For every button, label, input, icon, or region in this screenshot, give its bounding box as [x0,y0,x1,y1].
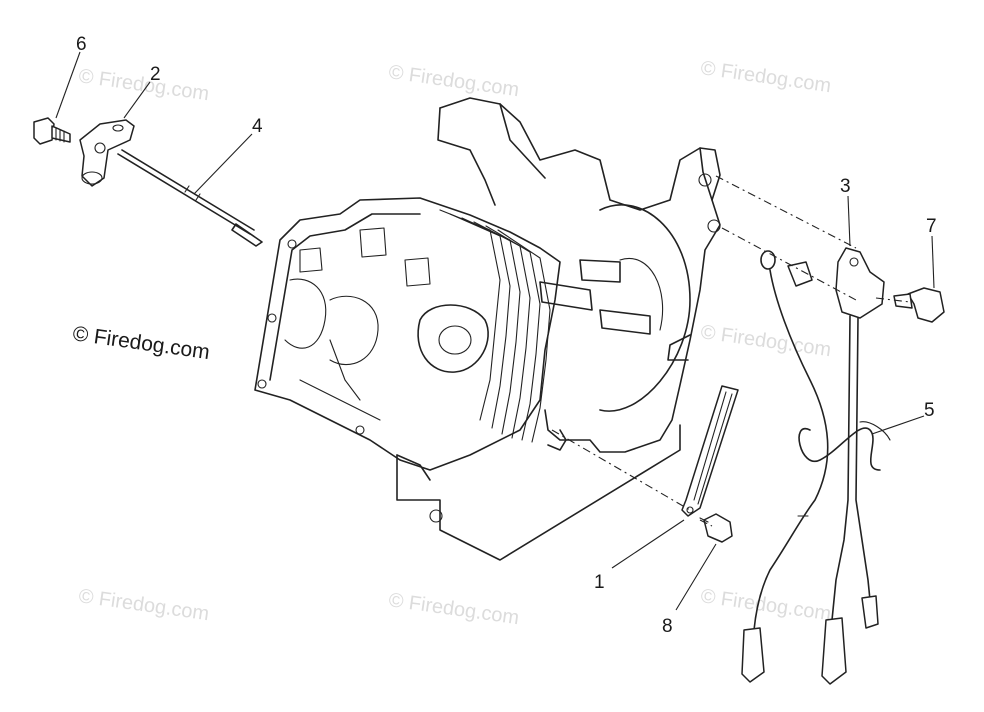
watermark-text: © Firedog.com [699,57,832,97]
cylinder-head [254,197,561,471]
watermark-text: © Firedog.com [77,65,210,105]
engine-crankcase [396,97,721,561]
callout-5: 5 [924,400,935,421]
watermark-text: © Firedog.com [699,321,832,361]
probe-rod-part-4 [117,149,263,247]
callout-8: 8 [662,616,673,637]
ground-wire [741,250,829,683]
ground-strap-part-1 [681,385,739,517]
watermark-text: © Firedog.com [387,589,520,629]
callout-1: 1 [594,572,605,593]
callout-2: 2 [150,64,161,85]
watermark-layer: © Firedog.com © Firedog.com © Firedog.co… [71,57,832,629]
leader-lines [55,51,935,611]
watermark-text: © Firedog.com [387,61,520,101]
ignition-coil-part-3 [821,247,885,685]
watermark-text: © Firedog.com [699,585,832,625]
callout-3: 3 [840,176,851,197]
bolt-part-7 [893,287,945,323]
sensor-holder-part-2 [79,119,135,187]
bolt-part-8 [699,513,733,543]
callout-4: 4 [252,116,263,137]
callout-7: 7 [926,216,937,237]
watermark-text-prominent: © Firedog.com [71,322,211,364]
bolt-part-6 [33,117,71,145]
callout-numbers: 6 2 4 3 7 5 1 8 [76,34,937,637]
wire-clip-part-5 [798,421,891,471]
watermark-text: © Firedog.com [77,585,210,625]
assembly-lines [551,175,911,527]
callout-6: 6 [76,34,87,55]
